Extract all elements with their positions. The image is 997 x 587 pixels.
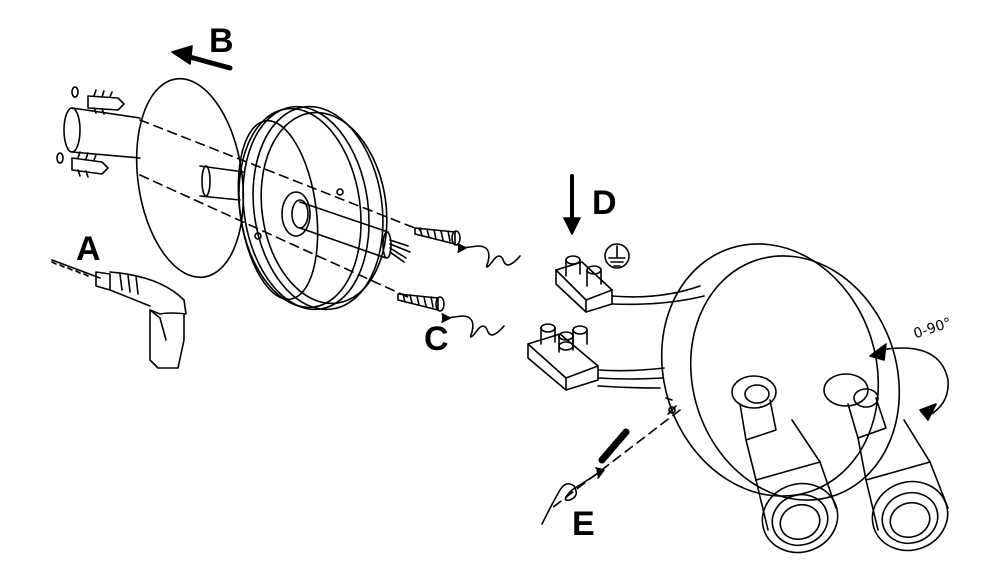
mounting-plate bbox=[135, 77, 245, 279]
label-c: C bbox=[424, 320, 449, 358]
drill-icon bbox=[51, 259, 187, 369]
label-b: B bbox=[209, 22, 234, 60]
rotation-swirls bbox=[441, 243, 605, 525]
wall-plug-icon bbox=[56, 86, 125, 178]
fixture-base bbox=[660, 243, 901, 501]
ground-symbol-icon bbox=[604, 243, 630, 269]
set-screw-icon bbox=[598, 428, 630, 464]
arrow-b bbox=[171, 45, 233, 71]
label-d: D bbox=[592, 184, 617, 222]
arrow-d bbox=[563, 174, 581, 235]
alignment-lines bbox=[139, 119, 681, 509]
screw-icon bbox=[397, 227, 461, 312]
label-a: A bbox=[76, 230, 101, 268]
spotlight-icon bbox=[731, 373, 949, 554]
terminal-block-icon bbox=[527, 255, 613, 391]
wires bbox=[597, 285, 705, 389]
angle-arc bbox=[869, 343, 949, 421]
wall-pipe bbox=[63, 107, 141, 159]
canopy bbox=[237, 105, 388, 311]
label-e: E bbox=[572, 505, 595, 543]
cable bbox=[299, 201, 411, 263]
